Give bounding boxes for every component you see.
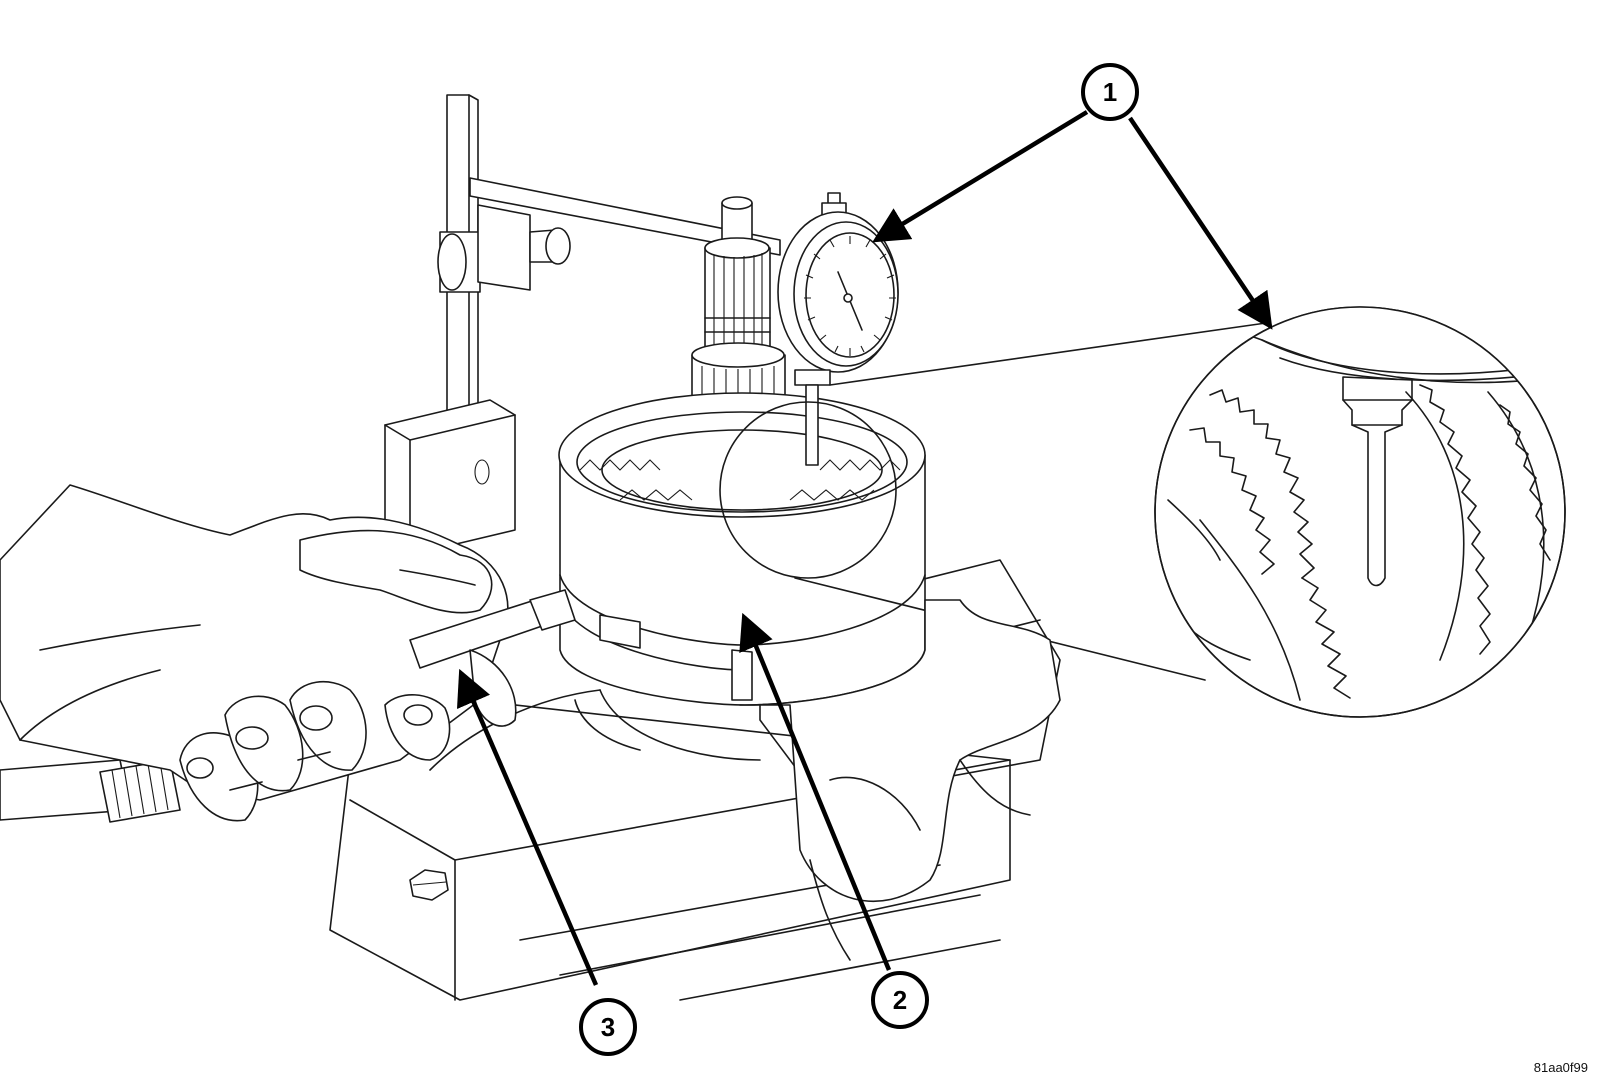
bolt-head: [409, 869, 449, 901]
hand-with-air-nozzle: [0, 484, 576, 823]
holding-hand: [739, 599, 1061, 961]
callout-1: 1: [1081, 63, 1139, 121]
arrow-3: [456, 668, 599, 986]
arrow-1a: [872, 110, 1089, 243]
magnified-detail: [1154, 306, 1566, 718]
indicator-stand: [384, 94, 781, 556]
callout-3: 3: [579, 998, 637, 1056]
callout-1-label: 1: [1103, 77, 1117, 107]
dial-indicator: [777, 192, 899, 466]
callout-arrows: [456, 110, 1273, 986]
callout-2: 2: [871, 971, 929, 1029]
figure-id: 81aa0f99: [1533, 1060, 1588, 1075]
arrow-2: [739, 612, 892, 971]
callout-3-label: 3: [601, 1012, 615, 1042]
callout-2-label: 2: [893, 985, 907, 1015]
arrow-1b: [1128, 116, 1273, 330]
clutch-hub: [558, 392, 926, 761]
transmission-case: [329, 559, 1061, 1001]
